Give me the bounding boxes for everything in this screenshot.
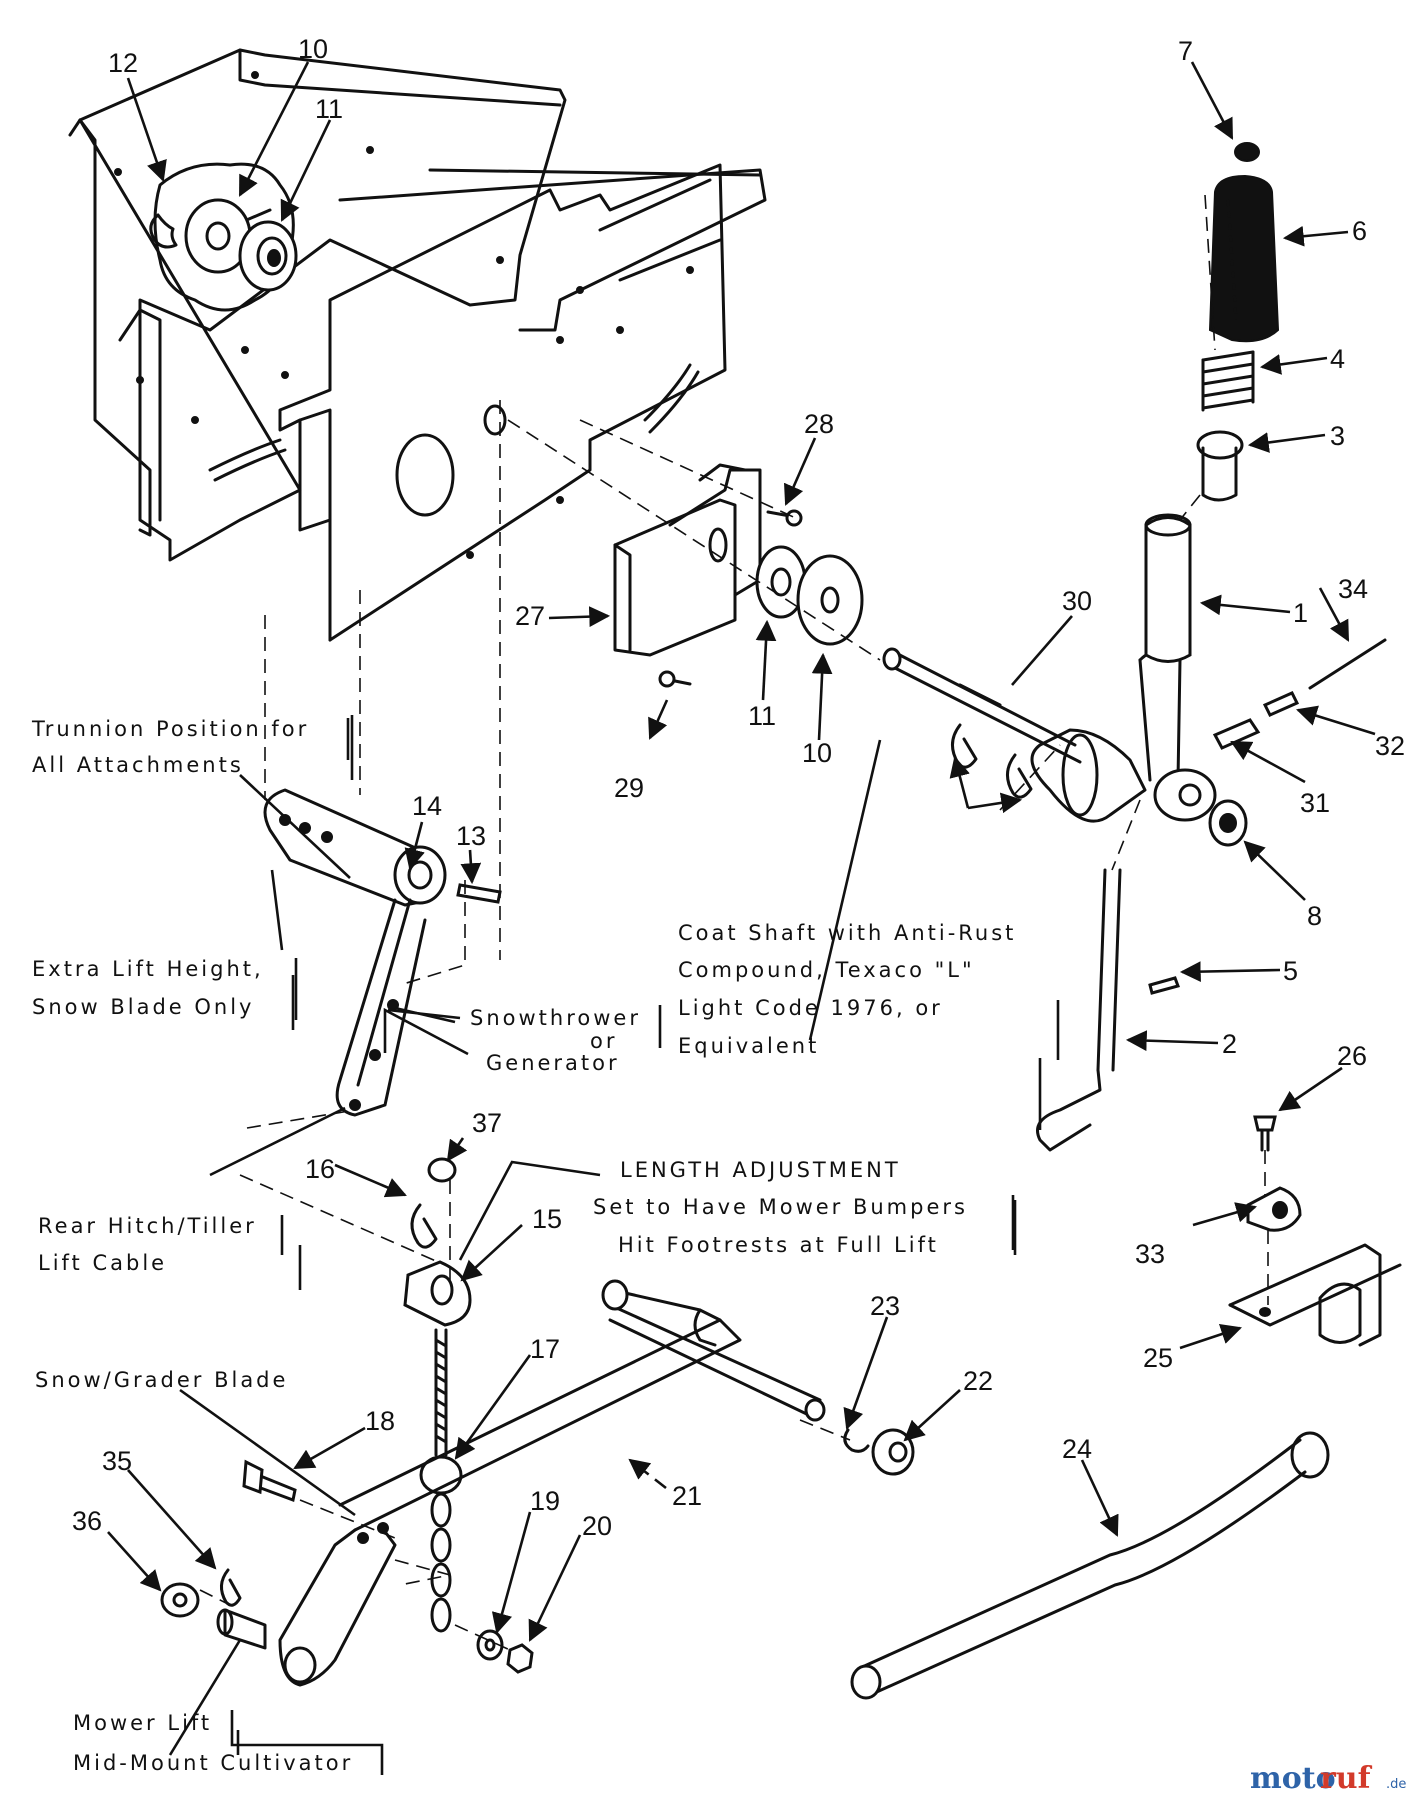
- callout-1: 1: [1293, 598, 1308, 628]
- lift-arm-21: [160, 1279, 915, 1687]
- note-coat-line4: Equivalent: [678, 1034, 819, 1058]
- callout-22: 22: [963, 1366, 993, 1396]
- callout-12: 12: [108, 48, 138, 78]
- note-extra-lift-line1: Extra Lift Height,: [32, 957, 264, 981]
- callout-32: 32: [1375, 731, 1405, 761]
- bracket-25: [1228, 1243, 1402, 1347]
- callout-28: 28: [804, 409, 834, 439]
- handle-stack: [1144, 142, 1280, 663]
- axle-bar-24: [850, 1431, 1330, 1700]
- watermark-part-c: .de: [1386, 1777, 1406, 1792]
- note-mower-lift: Mower Lift: [73, 1711, 212, 1735]
- spring-4-icon: [1201, 350, 1255, 412]
- watermark-part-a: moto: [1250, 1761, 1336, 1796]
- callout-17: 17: [530, 1334, 560, 1364]
- callout-27: 27: [515, 601, 545, 631]
- note-coat-line2: Compound, Texaco "L": [678, 958, 975, 982]
- callout-5: 5: [1283, 956, 1298, 986]
- callout-30: 30: [1062, 586, 1092, 616]
- chain-17: [419, 1328, 463, 1633]
- note-length-adj-line2: Set to Have Mower Bumpers: [593, 1195, 968, 1219]
- note-coat-line3: Light Code 1976, or: [678, 996, 943, 1020]
- watermark-logo: moto ruf .de: [1250, 1761, 1406, 1796]
- note-or: or: [590, 1029, 617, 1053]
- note-extra-lift-line2: Snow Blade Only: [32, 995, 254, 1019]
- callout-8: 8: [1307, 901, 1322, 931]
- callout-13: 13: [456, 821, 486, 851]
- callout-14: 14: [412, 791, 442, 821]
- callout-18: 18: [365, 1406, 395, 1436]
- callout-37: 37: [472, 1108, 502, 1138]
- callout-35: 35: [102, 1446, 132, 1476]
- note-snow-grader: Snow/Grader Blade: [35, 1368, 288, 1392]
- alignment-lines: [199, 194, 1269, 1651]
- callout-3: 3: [1330, 421, 1345, 451]
- callout-numbers: 1 2 3 4 5 6 7 8 10 11 12 10 11 13 14 15 …: [72, 34, 1405, 1541]
- leader-arrows: [107, 61, 1376, 1756]
- annotation-notes: Trunnion Position for All Attachments Ex…: [31, 717, 1060, 1775]
- cap-8: [1208, 799, 1248, 847]
- note-length-adj-line3: Hit Footrests at Full Lift: [618, 1233, 939, 1257]
- callout-24: 24: [1062, 1434, 1092, 1464]
- note-trunnion-line2: All Attachments: [32, 753, 244, 777]
- note-coat-line1: Coat Shaft with Anti-Rust: [678, 921, 1016, 945]
- callout-21: 21: [672, 1481, 702, 1511]
- bracket-27: [613, 463, 864, 688]
- callout-4: 4: [1330, 344, 1345, 374]
- callout-25: 25: [1143, 1343, 1173, 1373]
- callout-7: 7: [1178, 36, 1193, 66]
- callout-2: 2: [1222, 1029, 1237, 1059]
- callout-23: 23: [870, 1291, 900, 1321]
- callout-11-frame: 11: [315, 94, 343, 124]
- callout-11-shaft: 11: [748, 701, 776, 731]
- callout-34: 34: [1338, 574, 1368, 604]
- callout-33: 33: [1135, 1239, 1165, 1269]
- callout-19: 19: [530, 1486, 560, 1516]
- callout-26: 26: [1337, 1041, 1367, 1071]
- clamp-33-bolt-26: [1246, 1115, 1302, 1232]
- callout-16: 16: [305, 1154, 335, 1184]
- callout-10-shaft: 10: [802, 738, 832, 768]
- note-mid-mount: Mid-Mount Cultivator: [73, 1751, 353, 1775]
- callout-31: 31: [1300, 788, 1330, 818]
- note-trunnion-line1: Trunnion Position for: [31, 717, 309, 741]
- note-generator: Generator: [486, 1051, 620, 1075]
- cross-shaft-30: [882, 647, 1217, 823]
- callout-20: 20: [582, 1511, 612, 1541]
- pins-31-32-34: [1212, 638, 1387, 750]
- note-rear-hitch-line1: Rear Hitch/Tiller: [38, 1214, 257, 1238]
- note-length-adj-line1: LENGTH ADJUSTMENT: [620, 1158, 901, 1182]
- frame-assembly: [68, 48, 767, 642]
- callout-15: 15: [532, 1204, 562, 1234]
- note-snowthrower: Snowthrower: [470, 1006, 641, 1030]
- note-rear-hitch-line2: Lift Cable: [38, 1251, 167, 1275]
- callout-6: 6: [1352, 216, 1367, 246]
- watermark-part-b: ruf: [1320, 1761, 1373, 1796]
- adjuster-15: [403, 1157, 472, 1327]
- callout-36: 36: [72, 1506, 102, 1536]
- callout-10-frame: 10: [298, 34, 328, 64]
- callout-29: 29: [614, 773, 644, 803]
